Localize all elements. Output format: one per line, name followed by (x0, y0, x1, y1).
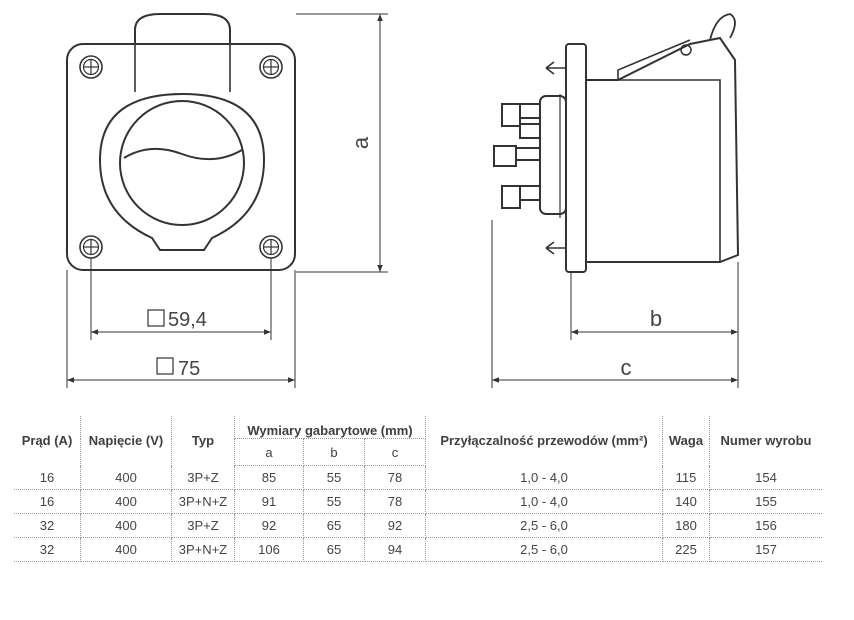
cell-voltage: 400 (80, 489, 172, 514)
cell-connectivity: 1,0 - 4,0 (425, 465, 663, 490)
screw-icon (259, 235, 283, 259)
cell-type: 3P+N+Z (171, 489, 235, 514)
spec-table: Prąd (A) Napięcie (V) Typ Wymiary gabary… (14, 416, 822, 562)
cell-weight: 225 (662, 537, 710, 562)
header-product-no: Numer wyrobu (720, 433, 812, 449)
cell-weight: 140 (662, 489, 710, 514)
screw-icon (259, 55, 283, 79)
cell-type: 3P+N+Z (171, 537, 235, 562)
header-dimensions: Wymiary gabarytowe (mm) (234, 416, 426, 439)
cell-c: 94 (364, 537, 426, 562)
dim-c-label: c (621, 355, 632, 380)
technical-drawing: a 59,4 75 b c (66, 13, 740, 388)
rear-housing (539, 95, 567, 215)
screw-icon (79, 55, 103, 79)
lid-hinge (134, 13, 231, 44)
cell-b: 55 (303, 465, 365, 490)
cell-c: 92 (364, 513, 426, 538)
cell-type: 3P+Z (171, 465, 235, 490)
cell-product: 157 (709, 537, 822, 562)
table-row: 16 400 3P+Z 85 55 78 1,0 - 4,0 115 154 (14, 465, 822, 490)
header-weight: Waga (662, 416, 710, 466)
cell-weight: 180 (662, 513, 710, 538)
header-type: Typ (171, 416, 235, 466)
cell-a: 85 (234, 465, 304, 490)
header-dim-a: a (234, 438, 304, 466)
header-voltage: Napięcie (V) (80, 416, 172, 466)
table-row: 32 400 3P+Z 92 65 92 2,5 - 6,0 180 156 (14, 513, 822, 538)
cell-product: 156 (709, 513, 822, 538)
side-dimensions (491, 220, 739, 388)
cell-a: 91 (234, 489, 304, 514)
mounting-plate (66, 43, 296, 271)
cell-current: 32 (14, 537, 81, 562)
front-dimensions (66, 13, 388, 388)
dim-a-label: a (348, 136, 373, 149)
width-label: 75 (178, 358, 200, 380)
cell-connectivity: 2,5 - 6,0 (425, 513, 663, 538)
socket-ring (98, 92, 266, 251)
cell-connectivity: 2,5 - 6,0 (425, 537, 663, 562)
cell-c: 78 (364, 489, 426, 514)
cell-current: 16 (14, 465, 81, 490)
cell-b: 65 (303, 537, 365, 562)
cell-connectivity: 1,0 - 4,0 (425, 489, 663, 514)
cell-voltage: 400 (80, 513, 172, 538)
mounting-pins (545, 61, 566, 255)
cell-voltage: 400 (80, 465, 172, 490)
cell-product: 155 (709, 489, 822, 514)
cell-type: 3P+Z (171, 513, 235, 538)
cell-a: 92 (234, 513, 304, 538)
table-row: 16 400 3P+N+Z 91 55 78 1,0 - 4,0 140 155 (14, 489, 822, 514)
cell-a: 106 (234, 537, 304, 562)
cell-b: 55 (303, 489, 365, 514)
cell-c: 78 (364, 465, 426, 490)
dim-b-label: b (650, 306, 662, 331)
cell-product: 154 (709, 465, 822, 490)
side-plate (565, 43, 587, 273)
header-dim-c: c (364, 438, 426, 466)
table-row: 32 400 3P+N+Z 106 65 94 2,5 - 6,0 225 15… (14, 537, 822, 562)
lid-latch (709, 13, 736, 41)
hole-spacing-label: 59,4 (168, 309, 207, 331)
cell-current: 16 (14, 489, 81, 514)
socket-cover-edge (123, 147, 243, 161)
cell-current: 32 (14, 513, 81, 538)
cell-voltage: 400 (80, 537, 172, 562)
header-dim-b: b (303, 438, 365, 466)
side-body (585, 36, 740, 263)
front-view (66, 13, 296, 271)
side-view (493, 13, 740, 273)
header-current: Prąd (A) (14, 416, 81, 466)
cell-weight: 115 (662, 465, 710, 490)
screw-icon (79, 235, 103, 259)
cell-b: 65 (303, 513, 365, 538)
header-connectivity: Przyłączalność przewodów (mm²) (425, 416, 663, 466)
socket-face (119, 100, 245, 226)
